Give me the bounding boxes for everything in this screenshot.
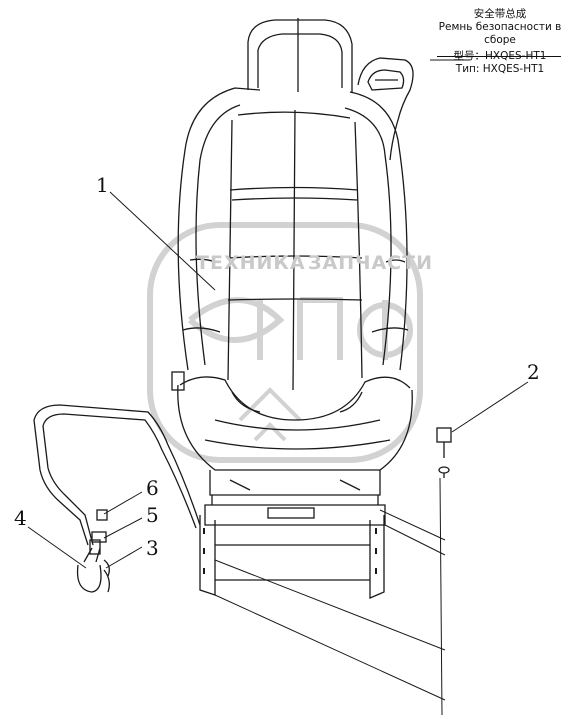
- callout-4: 4: [14, 506, 27, 530]
- callout-3: 3: [146, 536, 159, 560]
- callout-5: 5: [146, 503, 159, 527]
- part-model-ru: Тип: HXQES-HT1: [455, 63, 545, 75]
- callout-2: 2: [527, 360, 540, 384]
- callout-6: 6: [146, 476, 159, 500]
- seat-base: [199, 470, 386, 599]
- projection-lines: [214, 477, 446, 716]
- leader-lines: [27, 59, 529, 569]
- watermark-logo: [147, 222, 423, 463]
- callout-1: 1: [96, 173, 109, 197]
- part-name-ru: Ремнь безопасности в сборе: [438, 21, 562, 46]
- seat-back: [177, 87, 409, 391]
- watermark-right-text: ЗАПЧАСТИ: [308, 252, 433, 274]
- seat-belt-strap: [33, 404, 201, 593]
- part-title-block: 安全带总成 Ремнь безопасности в сборе 型号：HXQE…: [432, 8, 568, 76]
- watermark-left-text: ТЕХНИКА: [196, 252, 306, 274]
- part-name-cn: 安全带总成: [473, 8, 527, 20]
- belt-retractor: [357, 57, 414, 161]
- title-separator: [437, 56, 561, 57]
- headrest: [247, 18, 353, 92]
- bolt-part-2: [436, 427, 452, 478]
- seat-cushion: [171, 371, 413, 471]
